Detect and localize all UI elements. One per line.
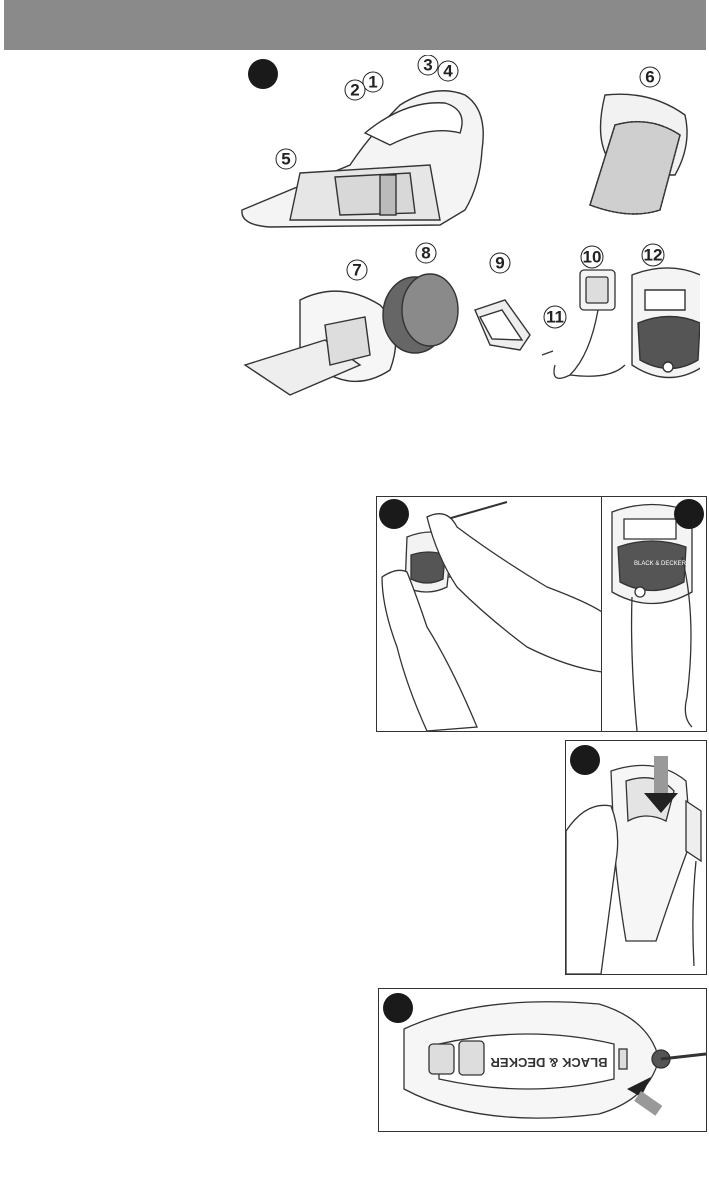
svg-text:10: 10	[583, 248, 602, 267]
callout-6: 6	[640, 67, 660, 87]
logo-text: BLACK & DECKER	[490, 1055, 608, 1070]
figure-d-panel	[565, 740, 707, 975]
wall-mount-drawing	[632, 268, 700, 378]
svg-text:4: 4	[443, 62, 453, 81]
callout-8: 8	[416, 243, 436, 263]
svg-text:6: 6	[645, 68, 654, 87]
svg-text:1: 1	[368, 73, 377, 92]
figure-c-panel: BLACK & DECKER	[601, 496, 707, 732]
figure-e-badge	[383, 993, 413, 1023]
svg-text:11: 11	[546, 308, 564, 327]
header-bar	[4, 0, 706, 50]
parts-illustration: 1 2 3 4 5 6 7 8 9 10 11 12	[230, 55, 700, 415]
plug-connection-illustration: BLACK & DECKER	[379, 989, 706, 1131]
mounting-illustration	[377, 497, 602, 731]
svg-text:12: 12	[644, 246, 663, 265]
svg-text:8: 8	[421, 244, 430, 263]
callout-11: 11	[544, 306, 566, 328]
svg-text:7: 7	[352, 261, 361, 280]
docking-illustration	[566, 741, 706, 974]
svg-text:5: 5	[281, 150, 290, 169]
figure-d-badge	[570, 745, 600, 775]
crevice-pad-drawing	[475, 300, 530, 350]
foam-filter-drawing	[383, 274, 458, 353]
callout-3: 3	[418, 55, 438, 75]
callout-1: 1	[363, 72, 383, 92]
callout-5: 5	[276, 149, 296, 169]
figure-a-parts-diagram: 1 2 3 4 5 6 7 8 9 10 11 12	[230, 55, 700, 415]
mounted-charger-illustration: BLACK & DECKER	[602, 497, 706, 731]
figure-b-panel	[376, 496, 603, 732]
svg-text:9: 9	[495, 254, 504, 273]
callout-9: 9	[490, 253, 510, 273]
callout-4: 4	[438, 61, 458, 81]
filter-bowl-drawing	[590, 94, 687, 214]
svg-text:3: 3	[423, 56, 432, 75]
callout-10: 10	[581, 246, 603, 268]
svg-text:2: 2	[350, 81, 359, 100]
logo-text: BLACK & DECKER	[634, 561, 687, 567]
callout-12: 12	[642, 244, 664, 266]
callout-2: 2	[345, 80, 365, 100]
nozzle-drawing	[245, 291, 396, 395]
figure-b-badge	[379, 499, 409, 529]
callout-7: 7	[347, 260, 367, 280]
figure-a-badge	[248, 59, 278, 89]
figure-e-panel: BLACK & DECKER	[378, 988, 707, 1132]
figure-c-badge	[674, 499, 704, 529]
